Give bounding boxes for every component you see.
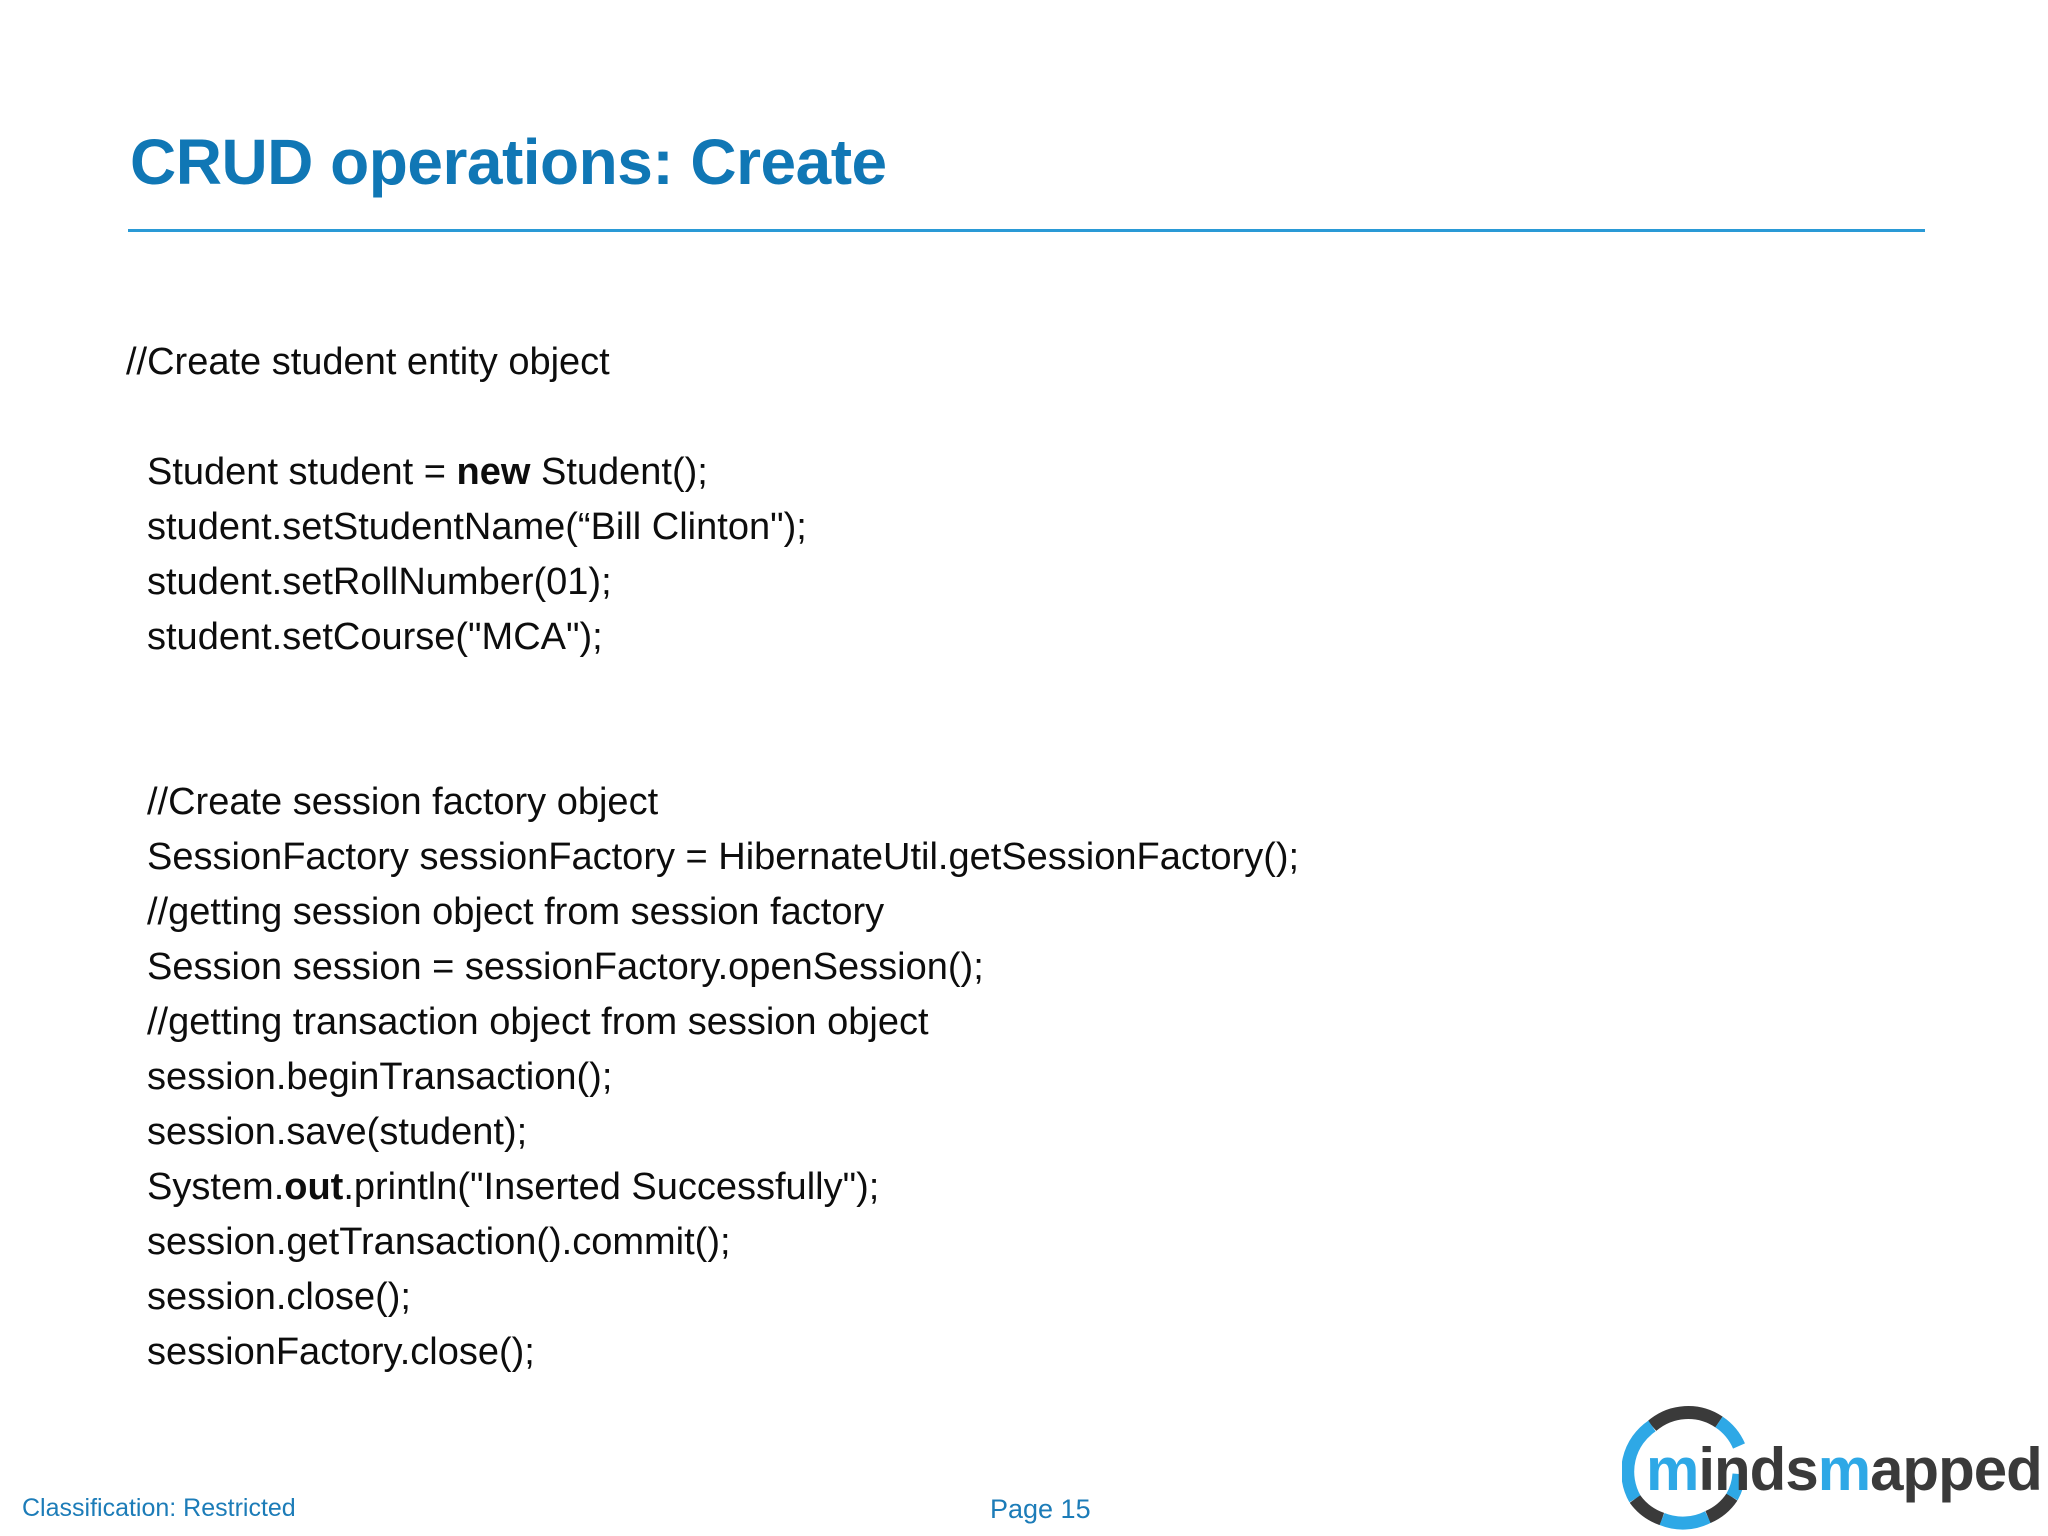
title-divider bbox=[128, 229, 1925, 232]
svg-text:mindsmapped: mindsmapped bbox=[1646, 1436, 2042, 1503]
code-line: sessionFactory.close(); bbox=[147, 1331, 535, 1373]
code-line: //getting session object from session fa… bbox=[147, 891, 885, 933]
logo-text-apped: apped bbox=[1870, 1436, 2042, 1503]
code-line: //Create session factory object bbox=[147, 781, 659, 823]
page-title: CRUD operations: Create bbox=[130, 126, 887, 198]
logo-text-m1: m bbox=[1646, 1436, 1698, 1503]
code-line: session.save(student); bbox=[147, 1111, 528, 1153]
code-keyword: out bbox=[284, 1166, 344, 1208]
code-line: session.beginTransaction(); bbox=[147, 1056, 613, 1098]
code-line: SessionFactory sessionFactory = Hibernat… bbox=[147, 836, 1300, 878]
code-text: System. bbox=[147, 1166, 285, 1208]
footer-classification: Classification: Restricted bbox=[22, 1494, 296, 1522]
mindsmapped-logo: mindsmapped bbox=[1622, 1404, 2042, 1532]
code-text: Student(); bbox=[530, 451, 708, 493]
code-keyword: new bbox=[456, 451, 531, 493]
code-line: session.close(); bbox=[147, 1276, 411, 1318]
code-line bbox=[126, 390, 1826, 445]
footer-page-number: Page 15 bbox=[990, 1494, 1091, 1524]
code-line: System.out.println("Inserted Successfull… bbox=[126, 1160, 1826, 1215]
code-line bbox=[126, 665, 1826, 720]
code-line bbox=[126, 720, 1826, 775]
code-line: student.setCourse("MCA"); bbox=[147, 616, 603, 658]
code-line: //Create student entity object bbox=[126, 341, 610, 383]
mindsmapped-logo-icon: mindsmapped bbox=[1622, 1406, 2042, 1530]
code-line: Session session = sessionFactory.openSes… bbox=[147, 946, 984, 988]
code-text: Student student = bbox=[147, 451, 457, 493]
code-block: //Create student entity object Student s… bbox=[126, 335, 1826, 1380]
code-line: student.setStudentName(“Bill Clinton"); bbox=[147, 506, 807, 548]
code-text: .println("Inserted Successfully"); bbox=[343, 1166, 880, 1208]
code-line: //getting transaction object from sessio… bbox=[147, 1001, 929, 1043]
code-line: student.setRollNumber(01); bbox=[147, 561, 612, 603]
code-line: session.getTransaction().commit(); bbox=[147, 1221, 731, 1263]
logo-text-m2: m bbox=[1818, 1436, 1870, 1503]
code-line: Student student = new Student(); bbox=[126, 445, 1826, 500]
logo-text-inds: inds bbox=[1698, 1436, 1817, 1503]
